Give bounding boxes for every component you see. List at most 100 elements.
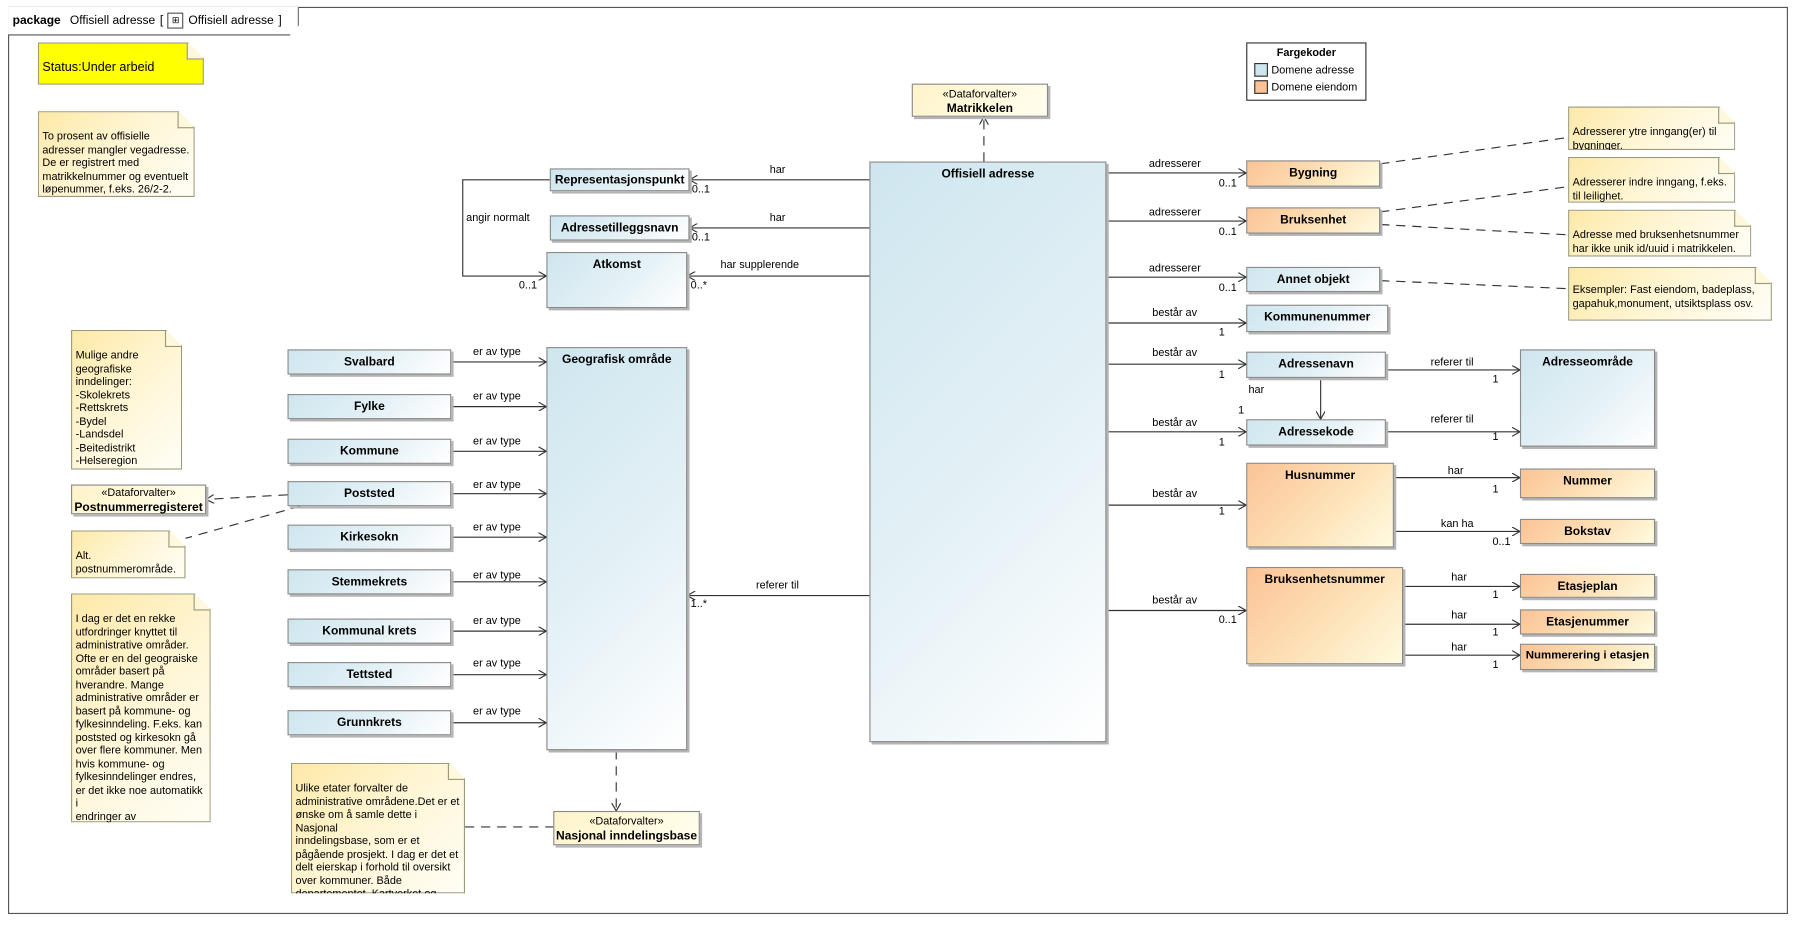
class-fylke[interactable]: Fylke <box>287 394 452 420</box>
class-kommune[interactable]: Kommune <box>287 438 452 464</box>
class-tettsted[interactable]: Tettsted <box>287 662 452 688</box>
dataforvalter-matrikkelen[interactable]: «Dataforvalter»Matrikkelen <box>911 83 1049 117</box>
multiplicity: 1 <box>1492 588 1499 602</box>
stereotype: «Dataforvalter» <box>589 815 664 829</box>
class-kirkesokn[interactable]: Kirkesokn <box>287 524 452 550</box>
class-name: Matrikkelen <box>946 101 1013 116</box>
note-alt-postnummeromrade[interactable]: Alt. postnummerområde. <box>71 530 186 578</box>
class-atkomst[interactable]: Atkomst <box>546 251 688 309</box>
dataforvalter-nasjonal-inndelingsbase[interactable]: «Dataforvalter»Nasjonal inndelingsbase <box>553 810 700 846</box>
assoc-label: adresserer <box>1148 262 1201 275</box>
class-geografisk-omrade[interactable]: Geografisk område <box>546 347 688 751</box>
assoc-label: er av type <box>473 390 521 404</box>
class-nummerering-i-etasjen[interactable]: Nummerering i etasjen <box>1519 643 1656 671</box>
assoc-label: referer til <box>1430 356 1474 369</box>
multiplicity: 1 <box>1492 483 1499 496</box>
class-poststed[interactable]: Poststed <box>287 481 452 507</box>
legend-label: Domene adresse <box>1271 63 1355 77</box>
assoc-label: er av type <box>473 657 521 671</box>
assoc-line <box>462 179 550 276</box>
multiplicity: 1 <box>1218 436 1225 449</box>
class-grunnkrets[interactable]: Grunnkrets <box>287 710 452 736</box>
class-adressenavn[interactable]: Adressenavn <box>1246 351 1386 378</box>
multiplicity: 0..1 <box>691 183 710 196</box>
legend-title: Fargekoder <box>1276 46 1336 60</box>
stereotype: «Dataforvalter» <box>942 88 1018 101</box>
package-tab: package Offisiell adresse [ ⊞ Offisiell … <box>8 7 299 36</box>
note-bruksenhet[interactable]: Adresserer indre inngang, f.eks. til lei… <box>1568 157 1735 203</box>
assoc-label: har <box>1447 465 1464 478</box>
multiplicity: 1 <box>1218 368 1225 382</box>
class-nummer[interactable]: Nummer <box>1519 468 1656 499</box>
multiplicity: 0..1 <box>1218 225 1237 239</box>
dataforvalter-postnummerregisteret[interactable]: «Dataforvalter»Postnummerregisteret <box>71 484 207 515</box>
multiplicity: 1 <box>1492 658 1499 672</box>
class-adressetilleggsnavn[interactable]: Adressetilleggsnavn <box>549 215 690 241</box>
assoc-label: har <box>769 211 786 225</box>
assoc-label: har <box>1248 383 1265 397</box>
note-i-dag[interactable]: I dag er det en rekke utfordringer knytt… <box>71 593 211 822</box>
assoc-label: er av type <box>473 345 521 359</box>
diagram-name[interactable]: Offisiell adresse <box>188 13 274 28</box>
class-svalbard[interactable]: Svalbard <box>287 349 452 375</box>
multiplicity: 0..* <box>690 279 708 293</box>
multiplicity: 1 <box>1492 373 1499 386</box>
assoc-label: er av type <box>473 521 521 534</box>
swatch-orange <box>1254 80 1268 94</box>
assoc-label: består av <box>1152 306 1198 320</box>
assoc-label: adresserer <box>1148 158 1201 171</box>
multiplicity: 0..1 <box>1218 281 1237 295</box>
multiplicity: 0..1 <box>1492 536 1511 549</box>
color-legend: Fargekoder Domene adresse Domene eiendom <box>1246 42 1367 101</box>
swatch-blue <box>1254 62 1268 77</box>
package-name: Offisiell adresse <box>69 13 156 28</box>
legend-item: Domene adresse <box>1254 62 1365 77</box>
bracket-open: [ <box>159 13 164 28</box>
assoc-label: kan ha <box>1440 517 1474 531</box>
class-adresseomrade[interactable]: Adresseområde <box>1519 349 1656 447</box>
assoc-label: har <box>769 163 786 177</box>
class-bokstav[interactable]: Bokstav <box>1519 518 1656 545</box>
class-etasjenummer[interactable]: Etasjenummer <box>1519 609 1656 635</box>
class-annet-objekt[interactable]: Annet objekt <box>1246 266 1381 293</box>
multiplicity: 1 <box>1218 505 1225 518</box>
class-kommunal-krets[interactable]: Kommunal krets <box>287 618 452 644</box>
assoc-label: angir normalt <box>466 211 530 225</box>
class-etasjeplan[interactable]: Etasjeplan <box>1519 573 1656 598</box>
multiplicity: 1 <box>1492 430 1499 444</box>
note-mulige-inndelinger[interactable]: Mulige andre geografiske inndelinger: -S… <box>71 330 182 470</box>
note-bygning[interactable]: Adresserer ytre inngang(er) til bygninge… <box>1568 107 1735 151</box>
status-note[interactable]: Status:Under arbeid <box>38 42 204 84</box>
multiplicity: 1 <box>1492 626 1499 640</box>
assoc-label: er av type <box>473 569 521 582</box>
assoc-label: består av <box>1152 416 1198 430</box>
assoc-label: er av type <box>473 705 521 719</box>
class-offisiell-adresse[interactable]: Offisiell adresse <box>869 161 1107 743</box>
note-ulike-etater[interactable]: Ulike etater forvalter de administrative… <box>291 763 465 894</box>
class-stemmekrets[interactable]: Stemmekrets <box>287 569 452 595</box>
class-name: Postnummerregisteret <box>74 500 203 515</box>
legend-label: Domene eiendom <box>1271 80 1358 94</box>
class-kommunenummer[interactable]: Kommunenummer <box>1246 304 1389 333</box>
assoc-label: består av <box>1152 347 1198 360</box>
assoc-label: adresserer <box>1148 206 1201 219</box>
multiplicity: 1 <box>1238 404 1245 417</box>
class-husnummer[interactable]: Husnummer <box>1246 462 1394 548</box>
multiplicity: 1..* <box>690 597 708 611</box>
package-frame <box>8 6 1788 915</box>
class-bruksenhetsnummer[interactable]: Bruksenhetsnummer <box>1246 566 1404 665</box>
multiplicity: 0..1 <box>1218 177 1237 191</box>
legend-item: Domene eiendom <box>1254 80 1365 94</box>
multiplicity: 0..1 <box>691 231 710 244</box>
class-adressekode[interactable]: Adressekode <box>1246 419 1386 446</box>
bracket-close: ] <box>278 13 282 28</box>
note-to-prosent[interactable]: To prosent av offisielle adresser mangle… <box>38 111 195 197</box>
note-bruksenhetsnummer[interactable]: Adresse med bruksenhetsnummer har ikke u… <box>1568 210 1751 257</box>
class-bruksenhet[interactable]: Bruksenhet <box>1246 207 1381 234</box>
class-representasjonspunkt[interactable]: Representasjonspunkt <box>549 168 690 192</box>
note-annet-objekt[interactable]: Eksempler: Fast eiendom, badeplass, gapa… <box>1568 267 1772 321</box>
assoc-label: har <box>1451 609 1467 622</box>
class-diagram-icon: ⊞ <box>168 13 184 29</box>
class-bygning[interactable]: Bygning <box>1246 160 1381 187</box>
